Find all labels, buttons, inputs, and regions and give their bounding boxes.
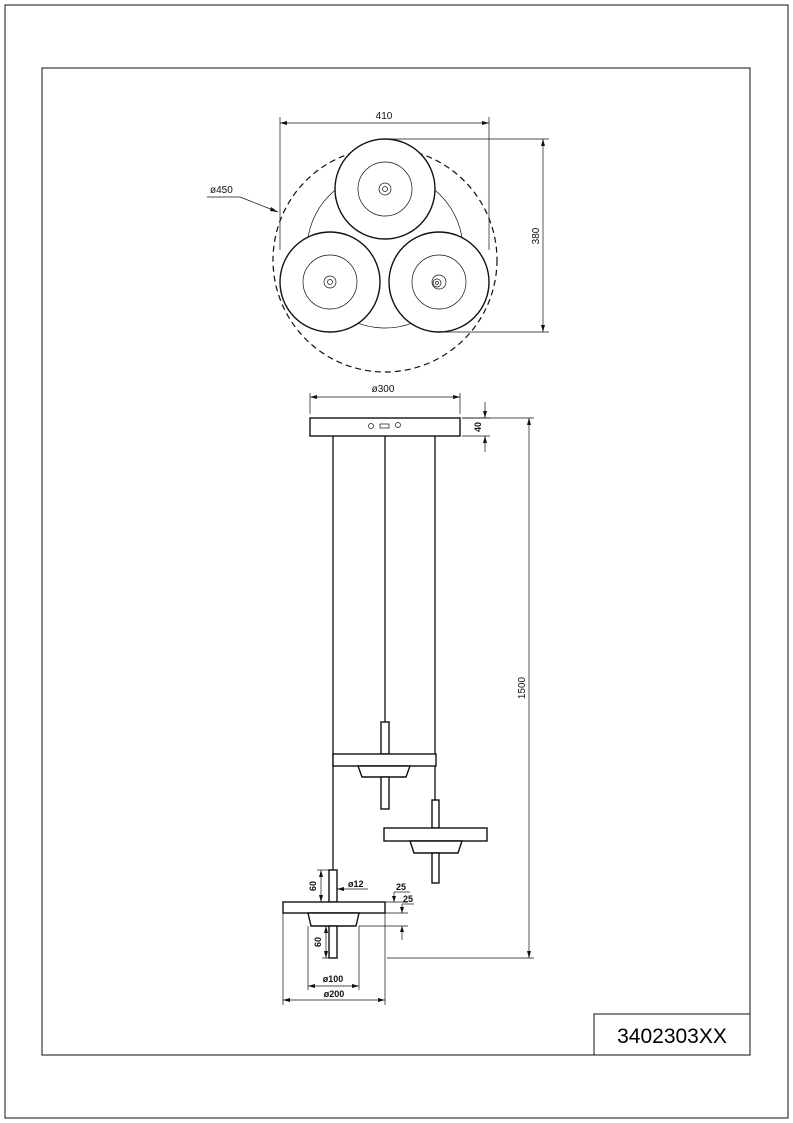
top-view: 410 380 ø450 [207,111,549,373]
pendant-middle [332,721,437,810]
shade-top [334,138,436,240]
stem-height-label: 60 [308,881,318,891]
canopy-outline-dashed [272,147,498,373]
canopy-diameter-label-top: ø450 [210,185,233,196]
ceiling-canopy [309,417,461,437]
stem-diameter-label: ø12 [348,879,364,889]
pendant-left [282,869,386,959]
shade-bottom-thickness-label: 25 [403,894,413,904]
title-block: 3402303XX [593,1013,751,1056]
shade-right [388,231,490,333]
drawing-frame [41,67,751,1056]
height-dimension-label: 380 [531,227,542,244]
shade-diameter-label: ø200 [324,989,345,999]
pendant-right [383,799,488,884]
title-block-box [593,1013,751,1056]
article-number: 3402303XX [617,1025,727,1048]
lower-stem-height-label: 60 [313,937,323,947]
shade-top-thickness-label: 25 [396,882,406,892]
inner-diameter-label: ø100 [323,974,344,984]
shade-left [279,231,381,333]
side-view: ø300 40 1500 [282,384,534,1005]
canopy-diameter-label: ø300 [372,384,395,395]
total-height-label: 1500 [517,676,528,699]
width-dimension-label: 410 [376,111,393,122]
page-border [4,4,789,1119]
canopy-height-label: 40 [473,422,483,432]
